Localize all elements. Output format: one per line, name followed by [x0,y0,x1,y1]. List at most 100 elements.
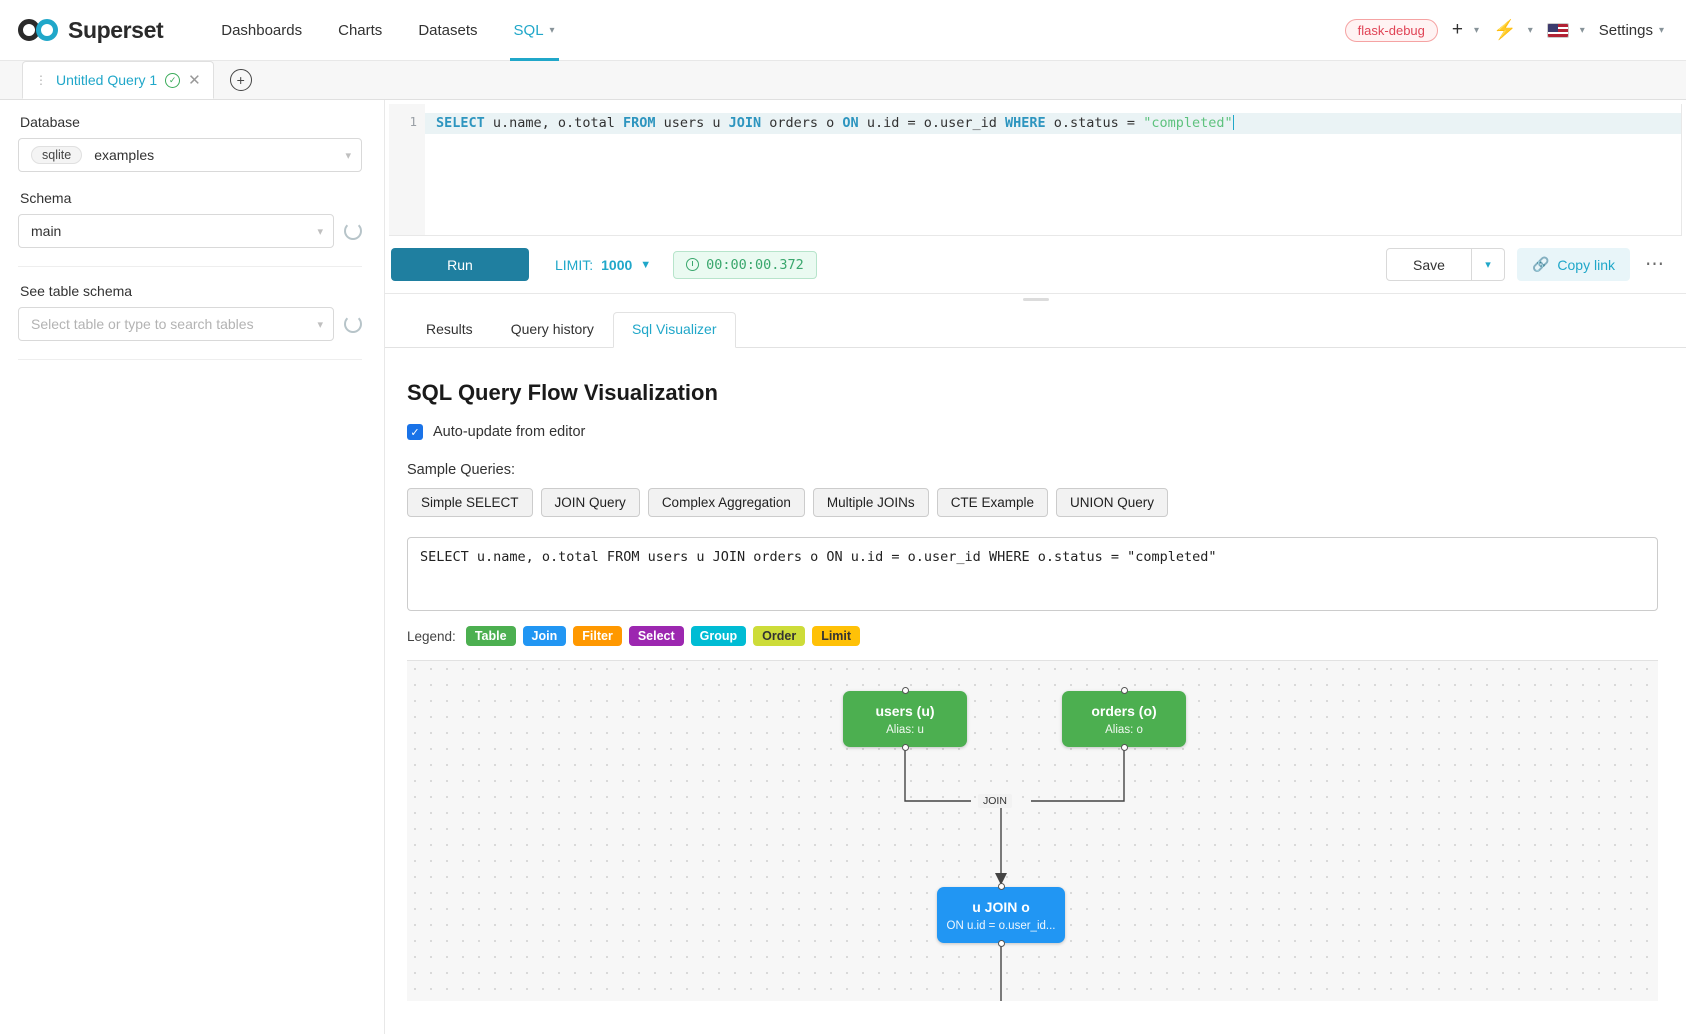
nav-links: Dashboards Charts Datasets SQL ▾ [203,0,572,61]
editor-split-line [1681,104,1682,235]
query-timer: 00:00:00.372 [673,250,817,279]
refresh-tables-icon[interactable] [344,315,362,333]
database-select[interactable]: sqlite examples ▾ [18,138,362,172]
tab-query-history[interactable]: Query history [510,321,594,337]
editor-code-area[interactable]: SELECT u.name, o.total FROM users u JOIN… [425,104,1682,235]
table-row: Select table or type to search tables ▾ [18,307,362,341]
table-select[interactable]: Select table or type to search tables ▾ [18,307,334,341]
chevron-down-icon: ▾ [1658,24,1664,36]
chevron-down-icon: ▾ [1485,259,1491,271]
legend-divider [407,660,1658,661]
flow-node-orders[interactable]: orders (o) Alias: o [1062,687,1186,751]
chevron-down-icon: ▾ [1527,24,1533,36]
page-title: SQL Query Flow Visualization [407,380,718,405]
tab-results[interactable]: Results [426,321,473,337]
legend-chip-filter: Filter [573,626,622,646]
sample-join-query[interactable]: JOIN Query [540,488,640,517]
drag-handle-icon[interactable]: ⋮ [35,73,48,87]
database-label: Database [20,114,80,130]
schema-select[interactable]: main ▾ [18,214,334,248]
nav-datasets[interactable]: Datasets [400,0,495,61]
settings-label: Settings [1598,21,1653,39]
add-query-tab-button[interactable]: + [229,69,252,91]
table-schema-label: See table schema [20,283,133,299]
node-port-top [1120,687,1128,694]
query-textarea[interactable] [407,537,1658,611]
new-menu-button[interactable]: + ▾ [1452,19,1479,41]
legend-chip-order: Order [753,626,806,646]
legend: Legend: Table Join Filter Select Group O… [407,626,1658,646]
check-circle-icon: ✓ [165,72,181,88]
bolt-menu-button[interactable]: ⚡ ▾ [1493,18,1533,42]
tab-sql-visualizer[interactable]: Sql Visualizer [612,312,736,348]
legend-chip-table: Table [465,626,516,646]
legend-chip-group: Group [690,626,747,646]
clock-icon [686,258,700,271]
node-port-top [901,687,909,694]
node-port-bottom [997,940,1005,947]
chevron-down-icon: ▾ [345,149,351,162]
caret-down-icon: ▼ [640,258,652,271]
sample-cte-example[interactable]: CTE Example [936,488,1048,517]
sample-multiple-joins[interactable]: Multiple JOINs [812,488,929,517]
schema-row: main ▾ [18,214,362,248]
save-button[interactable]: Save [1386,248,1472,281]
sql-editor[interactable]: 1 SELECT u.name, o.total FROM users u JO… [389,104,1682,236]
sql-code-line: SELECT u.name, o.total FROM users u JOIN… [425,113,1682,134]
language-menu-button[interactable]: ▾ [1546,22,1585,38]
limit-dropdown[interactable]: LIMIT: 1000 ▼ [555,257,651,273]
flow-node-subtitle: Alias: u [886,723,924,736]
more-options-icon[interactable]: ⋯ [1645,254,1665,275]
auto-update-checkbox[interactable]: ✓ [407,424,423,440]
navbar-right: flask-debug + ▾ ⚡ ▾ ▾ Settings ▾ [1344,18,1664,42]
node-port-top [997,883,1005,890]
schema-label: Schema [20,190,72,206]
settings-menu-button[interactable]: Settings ▾ [1599,22,1664,39]
nav-sql[interactable]: SQL ▾ [496,0,573,61]
run-button[interactable]: Run [391,248,529,281]
flow-node-title: u JOIN o [972,898,1030,915]
flow-node-title: orders (o) [1091,702,1157,719]
sql-visualizer-panel: SQL Query Flow Visualization ✓ Auto-upda… [385,348,1686,1034]
sample-simple-select[interactable]: Simple SELECT [407,488,533,517]
nav-charts[interactable]: Charts [320,0,400,61]
flow-canvas[interactable]: users (u) Alias: u orders (o) Alias: o J… [407,661,1658,1001]
pane-resize-handle[interactable] [385,294,1686,304]
schema-value: main [31,223,62,239]
chevron-down-icon: ▾ [549,24,555,36]
table-placeholder: Select table or type to search tables [31,316,254,332]
sql-editor-wrap: 1 SELECT u.name, o.total FROM users u JO… [385,100,1686,236]
toolbar-right: Save ▾ 🔗 Copy link ⋯ [1386,248,1668,281]
query-tab-untitled-query-1[interactable]: ⋮ Untitled Query 1 ✓ ✕ [22,61,214,99]
flow-node-users[interactable]: users (u) Alias: u [843,687,967,751]
chevron-down-icon: ▾ [317,318,323,331]
copy-link-label: Copy link [1557,256,1615,273]
refresh-schema-icon[interactable] [344,222,362,240]
flow-edges [904,747,1125,1001]
editor-toolbar: Run LIMIT: 1000 ▼ 00:00:00.372 Save ▾ [385,236,1686,294]
sample-union-query[interactable]: UNION Query [1055,488,1168,517]
left-panel: Database sqlite examples ▾ Schema main ▾… [0,100,385,1034]
top-navbar: Superset Dashboards Charts Datasets SQL … [0,0,1686,61]
chevron-down-icon: ▾ [317,225,323,238]
flow-node-subtitle: Alias: o [1105,723,1143,736]
legend-chip-select: Select [628,626,684,646]
save-dropdown-button[interactable]: ▾ [1471,248,1505,281]
database-engine-badge: sqlite [31,146,83,164]
nav-dashboards[interactable]: Dashboards [203,0,320,61]
right-panel: 1 SELECT u.name, o.total FROM users u JO… [385,100,1686,1034]
line-number: 1 [409,114,417,129]
result-tabs: Results Query history Sql Visualizer [385,304,1686,348]
flow-node-join[interactable]: u JOIN o ON u.id = o.user_id... [937,883,1065,947]
sidebar-divider-2 [18,359,362,360]
close-icon[interactable]: ✕ [188,72,201,89]
limit-label: LIMIT: [555,256,594,273]
database-value: examples [94,147,155,163]
copy-link-button[interactable]: 🔗 Copy link [1516,248,1630,281]
sample-complex-aggregation[interactable]: Complex Aggregation [647,488,805,517]
superset-logo[interactable]: Superset [18,17,164,44]
nav-sql-label: SQL [513,21,544,39]
legend-chip-join: Join [522,626,567,646]
flow-node-title: users (u) [875,702,935,719]
